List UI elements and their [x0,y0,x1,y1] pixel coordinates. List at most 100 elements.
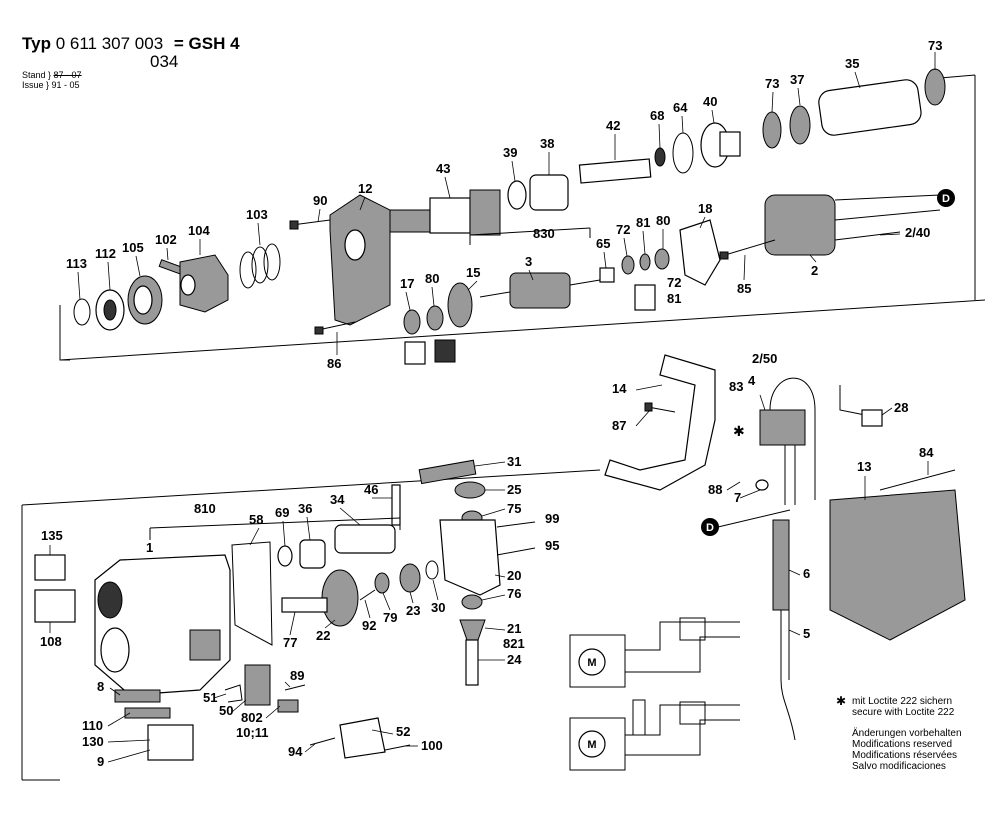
callout-6: 6 [803,566,810,581]
part-37-ring [789,105,811,145]
callout-92: 92 [362,618,376,633]
note-mod-fr: Modifications réservées [852,750,957,761]
part-99-screw [496,521,536,528]
callout-28: 28 [894,400,908,415]
callout-73: 73 [765,76,779,91]
part-94-screw [309,737,336,746]
d-marker-bottom-text: D [706,522,714,534]
schematic-1 [569,617,740,688]
callout-37: 37 [790,72,804,87]
part-89-screw [284,684,306,691]
part-81-ring [639,253,651,271]
part-wires [769,377,816,505]
part-90-screw [289,219,331,230]
schematic-2 [569,699,740,771]
callout-112: 112 [95,246,116,261]
part-802-terminal [277,699,299,713]
callout-46: 46 [364,482,378,497]
callout-51: 51 [203,690,217,705]
part-34-sleeve [334,524,396,554]
callout-65: 65 [596,236,610,251]
callout-81: 81 [667,291,681,306]
callout-24: 24 [507,652,522,667]
callout-90: 90 [313,193,327,208]
part-9-label [147,724,194,761]
part-84-screw [879,469,956,491]
callout-4: 4 [748,373,756,388]
part-20-bracket [439,519,501,596]
part-77-shaft [281,597,328,613]
callout-99: 99 [545,511,559,526]
callout-108: 108 [40,634,62,649]
callout-labels: 73 35 37 73 40 64 68 42 38 39 43 12 90 1… [40,38,942,769]
part-18-cover [679,219,721,286]
callout-2-40: 2/40 [905,225,930,240]
part-80-ring [654,248,670,270]
type-number: 0 611 307 003 [55,34,164,53]
part-1-gear-housing [94,554,231,696]
callout-86: 86 [327,356,341,371]
part-13-cover [829,489,966,641]
callout-34: 34 [330,492,345,507]
part-31-crank [418,459,477,485]
part-65-bearing [599,267,615,283]
callout-30: 30 [431,600,445,615]
part-39-washer [507,180,527,210]
callout-84: 84 [919,445,934,460]
part-42-piston [578,158,652,184]
part-79-ring [374,572,390,594]
callout-85: 85 [737,281,751,296]
part-30-washer [425,560,439,580]
callout-17: 17 [400,276,414,291]
part-15-fan [447,282,473,328]
callout-21: 21 [507,621,521,636]
part-95-screw [496,547,536,556]
callout-105: 105 [122,240,144,255]
callout-13: 13 [857,459,871,474]
part-51-clip [224,684,243,703]
motor-symbol-2: M [587,739,596,751]
part-69-washer [277,545,293,567]
callout-64: 64 [673,100,688,115]
callout-130: 130 [82,734,104,749]
callout-58: 58 [249,512,263,527]
part-12-housing [329,194,391,326]
callout-31: 31 [507,454,521,469]
callout-75: 75 [507,501,521,516]
callout-8: 8 [97,679,104,694]
part-103-spring-rings [239,243,281,289]
callout-50: 50 [219,703,233,718]
callout-87: 87 [612,418,626,433]
callout-110: 110 [82,718,103,733]
callout-88: 88 [708,482,722,497]
callout-39: 39 [503,145,517,160]
callout-36: 36 [298,501,312,516]
callout-22: 22 [316,628,330,643]
part-35-cylinder [818,79,922,136]
part-73-ring-a [924,68,946,106]
part-8-plate [114,689,161,703]
callout-5: 5 [803,626,810,641]
callout-104: 104 [188,223,210,238]
callout-25: 25 [507,482,521,497]
issue-label: Issue [22,80,44,90]
callout-94: 94 [288,744,303,759]
part-73-ring-b [762,111,782,149]
callout-9: 9 [97,754,104,769]
callout-42: 42 [606,118,620,133]
part-58-gasket [231,541,273,646]
callout-69: 69 [275,505,289,520]
part-64-oring [672,132,694,174]
callout-802: 802 [241,710,263,725]
part-112-cap [95,289,125,331]
part-40-flange [700,122,741,168]
bracket-810 [149,517,401,529]
callout-38: 38 [540,136,554,151]
callout-7: 7 [734,490,741,505]
part-85-screw [719,239,776,260]
d-marker-top: D [937,189,955,207]
notes-block: ✱ mit Loctite 222 sichern secure with Lo… [836,694,962,772]
callout-81: 81 [636,215,650,230]
part-2-stator [764,194,941,256]
part-7-clip [755,479,769,491]
